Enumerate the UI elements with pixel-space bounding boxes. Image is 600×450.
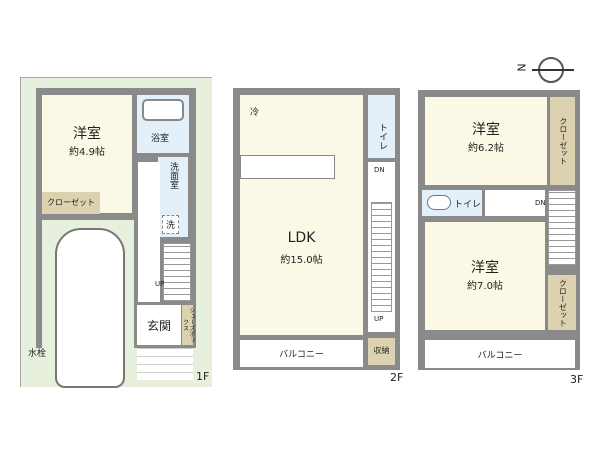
fridge-label: 冷 — [250, 108, 260, 118]
balcony-label: バルコニー — [279, 350, 324, 360]
hallway-1f — [138, 162, 160, 302]
ldk: 冷 LDK 約15.0帖 — [240, 95, 363, 335]
compass: N — [515, 55, 578, 85]
bedroom-3f-a: 洋室 約6.2帖 — [425, 97, 547, 185]
stairs-1f — [163, 243, 191, 301]
hall-3f: DN — [485, 190, 546, 216]
floor-2f: 冷 LDK 約15.0帖 トイレ DN UP 収納 バルコニー 2F — [230, 85, 405, 385]
stairs-up-label: UP — [155, 280, 165, 288]
washroom-label: 洗面室 — [168, 162, 178, 189]
kitchen-counter — [240, 155, 335, 179]
toilet-3f: トイレ — [422, 190, 482, 216]
car-icon — [55, 228, 125, 388]
faucet-label: 水栓 — [28, 349, 47, 359]
shoebox: シューズボックス — [181, 305, 196, 345]
bathroom: 浴室 — [137, 95, 189, 153]
bathtub-icon — [142, 99, 184, 121]
stairs-dn-label: DN — [535, 199, 546, 207]
balcony-3f: バルコニー — [425, 340, 575, 368]
compass-needle — [532, 69, 574, 71]
toilet-label: トイレ — [377, 123, 387, 150]
room-name: 洋室 — [471, 260, 499, 276]
room-name: 洋室 — [73, 126, 101, 142]
floor-label-1f: 1F — [196, 370, 210, 383]
room-size: 約7.0帖 — [467, 281, 503, 292]
entrance-porch — [137, 348, 193, 380]
floor-label-2f: 2F — [390, 371, 404, 384]
washer-label: 洗 — [162, 215, 180, 234]
storage-2f: 収納 — [368, 338, 395, 365]
room-size: 約4.9帖 — [69, 147, 105, 158]
room-size: 約6.2帖 — [468, 143, 504, 154]
toilet-label: トイレ — [454, 200, 482, 210]
entrance: 玄関 — [137, 305, 181, 345]
ldk-size: 約15.0帖 — [280, 255, 323, 266]
stairs-dn-label: DN — [374, 166, 385, 174]
bath-label: 浴室 — [151, 134, 170, 144]
stairs-2f — [371, 202, 392, 312]
balcony-2f: バルコニー — [240, 340, 363, 367]
stair-hall-2f: DN UP — [368, 162, 395, 332]
closet-1f: クローゼット — [42, 192, 100, 214]
toilet-icon — [427, 195, 451, 210]
north-label: N — [515, 63, 529, 72]
bedroom-3f-b: 洋室 約7.0帖 — [425, 222, 545, 330]
closet-3f-b: クローゼット — [548, 275, 576, 330]
floor-1f: 洋室 約4.9帖 クローゼット 浴室 洗面室 洗 UP 玄関 シューズボックス … — [0, 0, 215, 400]
floor-3f: 洋室 約6.2帖 クローゼット トイレ DN 洋室 約7.0帖 クローゼット バ… — [415, 88, 595, 388]
faucet-wall — [37, 300, 42, 340]
washroom: 洗面室 洗 — [158, 157, 188, 237]
entrance-label: 玄関 — [147, 319, 172, 333]
stairs-up-label: UP — [374, 315, 384, 323]
floor-label-3f: 3F — [570, 373, 584, 386]
balcony-label: バルコニー — [477, 350, 523, 361]
stairs-3f — [548, 190, 576, 265]
ldk-name: LDK — [287, 230, 316, 246]
toilet-2f: トイレ — [368, 95, 395, 158]
closet-3f-a: クローゼット — [550, 97, 575, 185]
room-name: 洋室 — [472, 122, 500, 138]
